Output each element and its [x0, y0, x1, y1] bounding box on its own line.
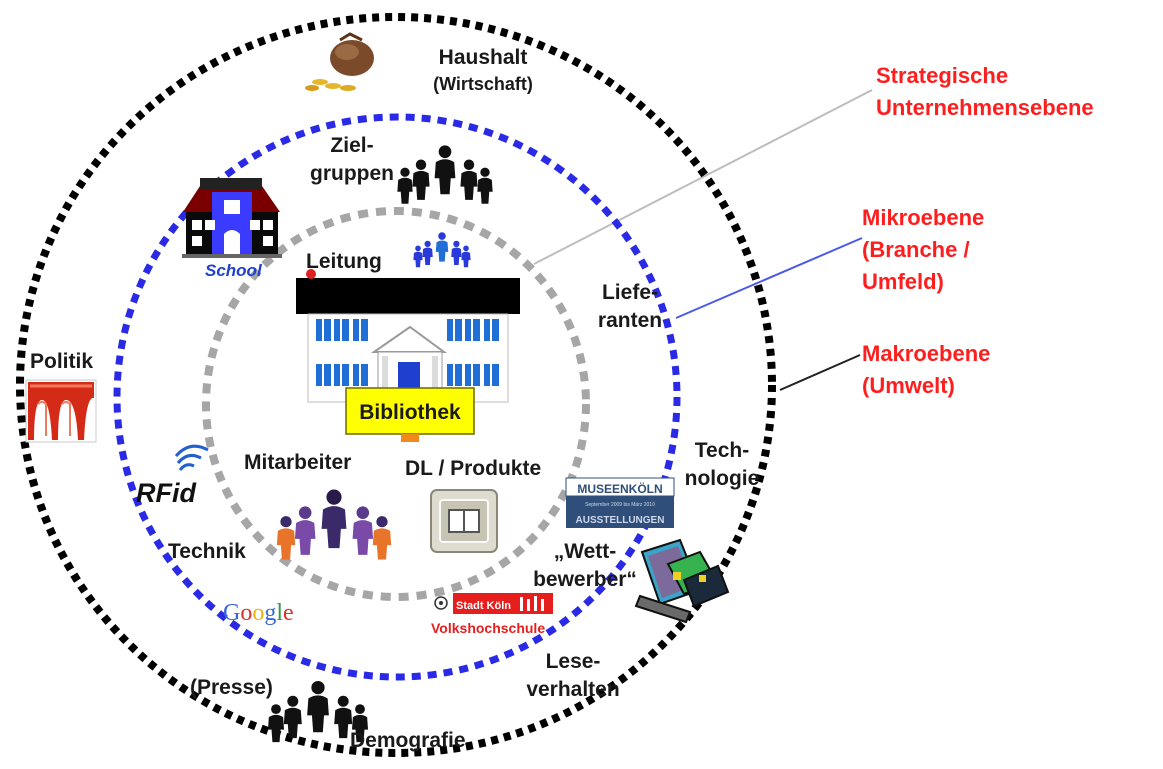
legend-strategic-line2: Unternehmensebene: [876, 94, 1094, 120]
micro-ring: [113, 113, 681, 681]
label-leseverhalten: Lese- verhalten: [518, 648, 628, 705]
legend-strategic-line1: Strategische: [876, 63, 1009, 88]
person-icon: [461, 245, 471, 268]
macro-ring: [16, 13, 776, 757]
label-wirtschaft: (Wirtschaft): [433, 74, 533, 95]
google-logo-letter: g: [264, 600, 276, 626]
person-icon: [276, 516, 296, 560]
person-icon: [422, 240, 433, 265]
school-building-icon: [182, 178, 282, 258]
legend-micro-line1: Mikroebene: [862, 205, 985, 230]
google-logo-letter: l: [276, 600, 283, 626]
label-mitarbeiter: Mitarbeiter: [244, 451, 352, 474]
person-icon: [321, 489, 347, 549]
label-haushalt-line1: Haushalt: [438, 46, 528, 69]
legend-micro-line3: Umfeld): [862, 268, 944, 294]
google-logo-letter: e: [283, 600, 294, 626]
person-icon: [412, 159, 430, 200]
legend-macro: Makroebene (Umwelt): [862, 338, 990, 402]
person-icon: [477, 167, 493, 204]
museum-logo-date: September 2009 bis März 2010: [585, 502, 655, 508]
rfid-wave-icon: [174, 444, 209, 471]
micro-connector-line: [675, 237, 863, 319]
person-icon: [352, 506, 374, 555]
people-group-icon: [397, 145, 493, 204]
google-logo: Google: [223, 600, 294, 626]
google-logo-letter: o: [252, 600, 264, 626]
label-zielgruppen: Ziel- gruppen: [302, 132, 402, 189]
label-verhalten: verhalten: [526, 678, 620, 702]
person-icon: [434, 145, 456, 195]
google-logo-letter: G: [223, 600, 240, 626]
label-dl-produkte: DL / Produkte: [405, 457, 542, 480]
person-icon: [413, 245, 423, 268]
computer-icon: [634, 538, 730, 624]
stadt-koeln-text: Stadt Köln: [456, 600, 511, 612]
label-presse: (Presse): [190, 676, 273, 699]
person-icon: [460, 159, 478, 200]
label-ziel: Ziel-: [330, 134, 374, 157]
person-icon: [334, 695, 353, 739]
people-group-icon: [413, 232, 471, 268]
person-icon: [372, 516, 392, 560]
label-technik: Technik: [168, 540, 246, 563]
label-nologie: nologie: [684, 467, 760, 491]
legend-micro-line2: (Branche /: [862, 236, 970, 262]
label-politik: Politik: [30, 350, 94, 373]
library-label: Bibliothek: [359, 401, 461, 424]
strategic-connector-line: [533, 89, 873, 265]
macro-connector-line: [779, 354, 861, 391]
people-group-icon: [276, 489, 392, 560]
person-icon: [294, 506, 316, 555]
label-demografie: Demografie: [350, 729, 466, 752]
vhs-text: Volkshochschule: [431, 620, 545, 636]
label-wett: „Wett-: [553, 540, 617, 563]
google-logo-letter: o: [240, 600, 252, 626]
stadt-koeln-logo: [434, 593, 553, 614]
person-icon: [451, 240, 462, 265]
label-leitung: Leitung: [306, 250, 382, 273]
book-icon: [430, 489, 498, 553]
parliament-icon: [25, 379, 97, 443]
legend-macro-line2: (Umwelt): [862, 372, 955, 398]
legend-micro: Mikroebene (Branche / Umfeld): [862, 202, 984, 298]
label-tech: Tech-: [694, 439, 750, 462]
library-building-icon: [296, 269, 520, 442]
label-lieferanten: Liefe- ranten: [584, 279, 676, 336]
person-icon: [283, 695, 302, 739]
money-bag-icon: [305, 32, 374, 91]
rfid-logo: RFid: [136, 478, 196, 508]
label-technologie: Tech- nologie: [672, 437, 772, 494]
label-wettbewerber: „Wett- bewerber“: [530, 538, 640, 595]
person-icon: [397, 167, 413, 204]
museum-logo-subtitle: AUSSTELLUNGEN: [576, 515, 665, 526]
person-icon: [351, 704, 369, 743]
museum-logo-title: MUSEENKÖLN: [577, 481, 662, 496]
legend-strategic: Strategische Unternehmensebene: [876, 60, 1094, 124]
person-icon: [435, 232, 449, 262]
label-haushalt: Haushalt (Wirtschaft): [418, 44, 548, 97]
museum-logo: [565, 477, 675, 528]
label-ranten: ranten: [597, 309, 663, 333]
strategic-ring: [202, 207, 590, 601]
person-icon: [267, 704, 285, 743]
people-group-icon: [267, 680, 369, 743]
person-icon: [307, 680, 329, 733]
label-liefe: Liefe-: [601, 281, 658, 304]
label-lese: Lese-: [545, 650, 601, 673]
school-logo-text: School: [205, 261, 263, 280]
legend-macro-line1: Makroebene: [862, 341, 991, 366]
label-gruppen: gruppen: [310, 162, 394, 186]
label-bewerber: bewerber“: [533, 568, 637, 592]
